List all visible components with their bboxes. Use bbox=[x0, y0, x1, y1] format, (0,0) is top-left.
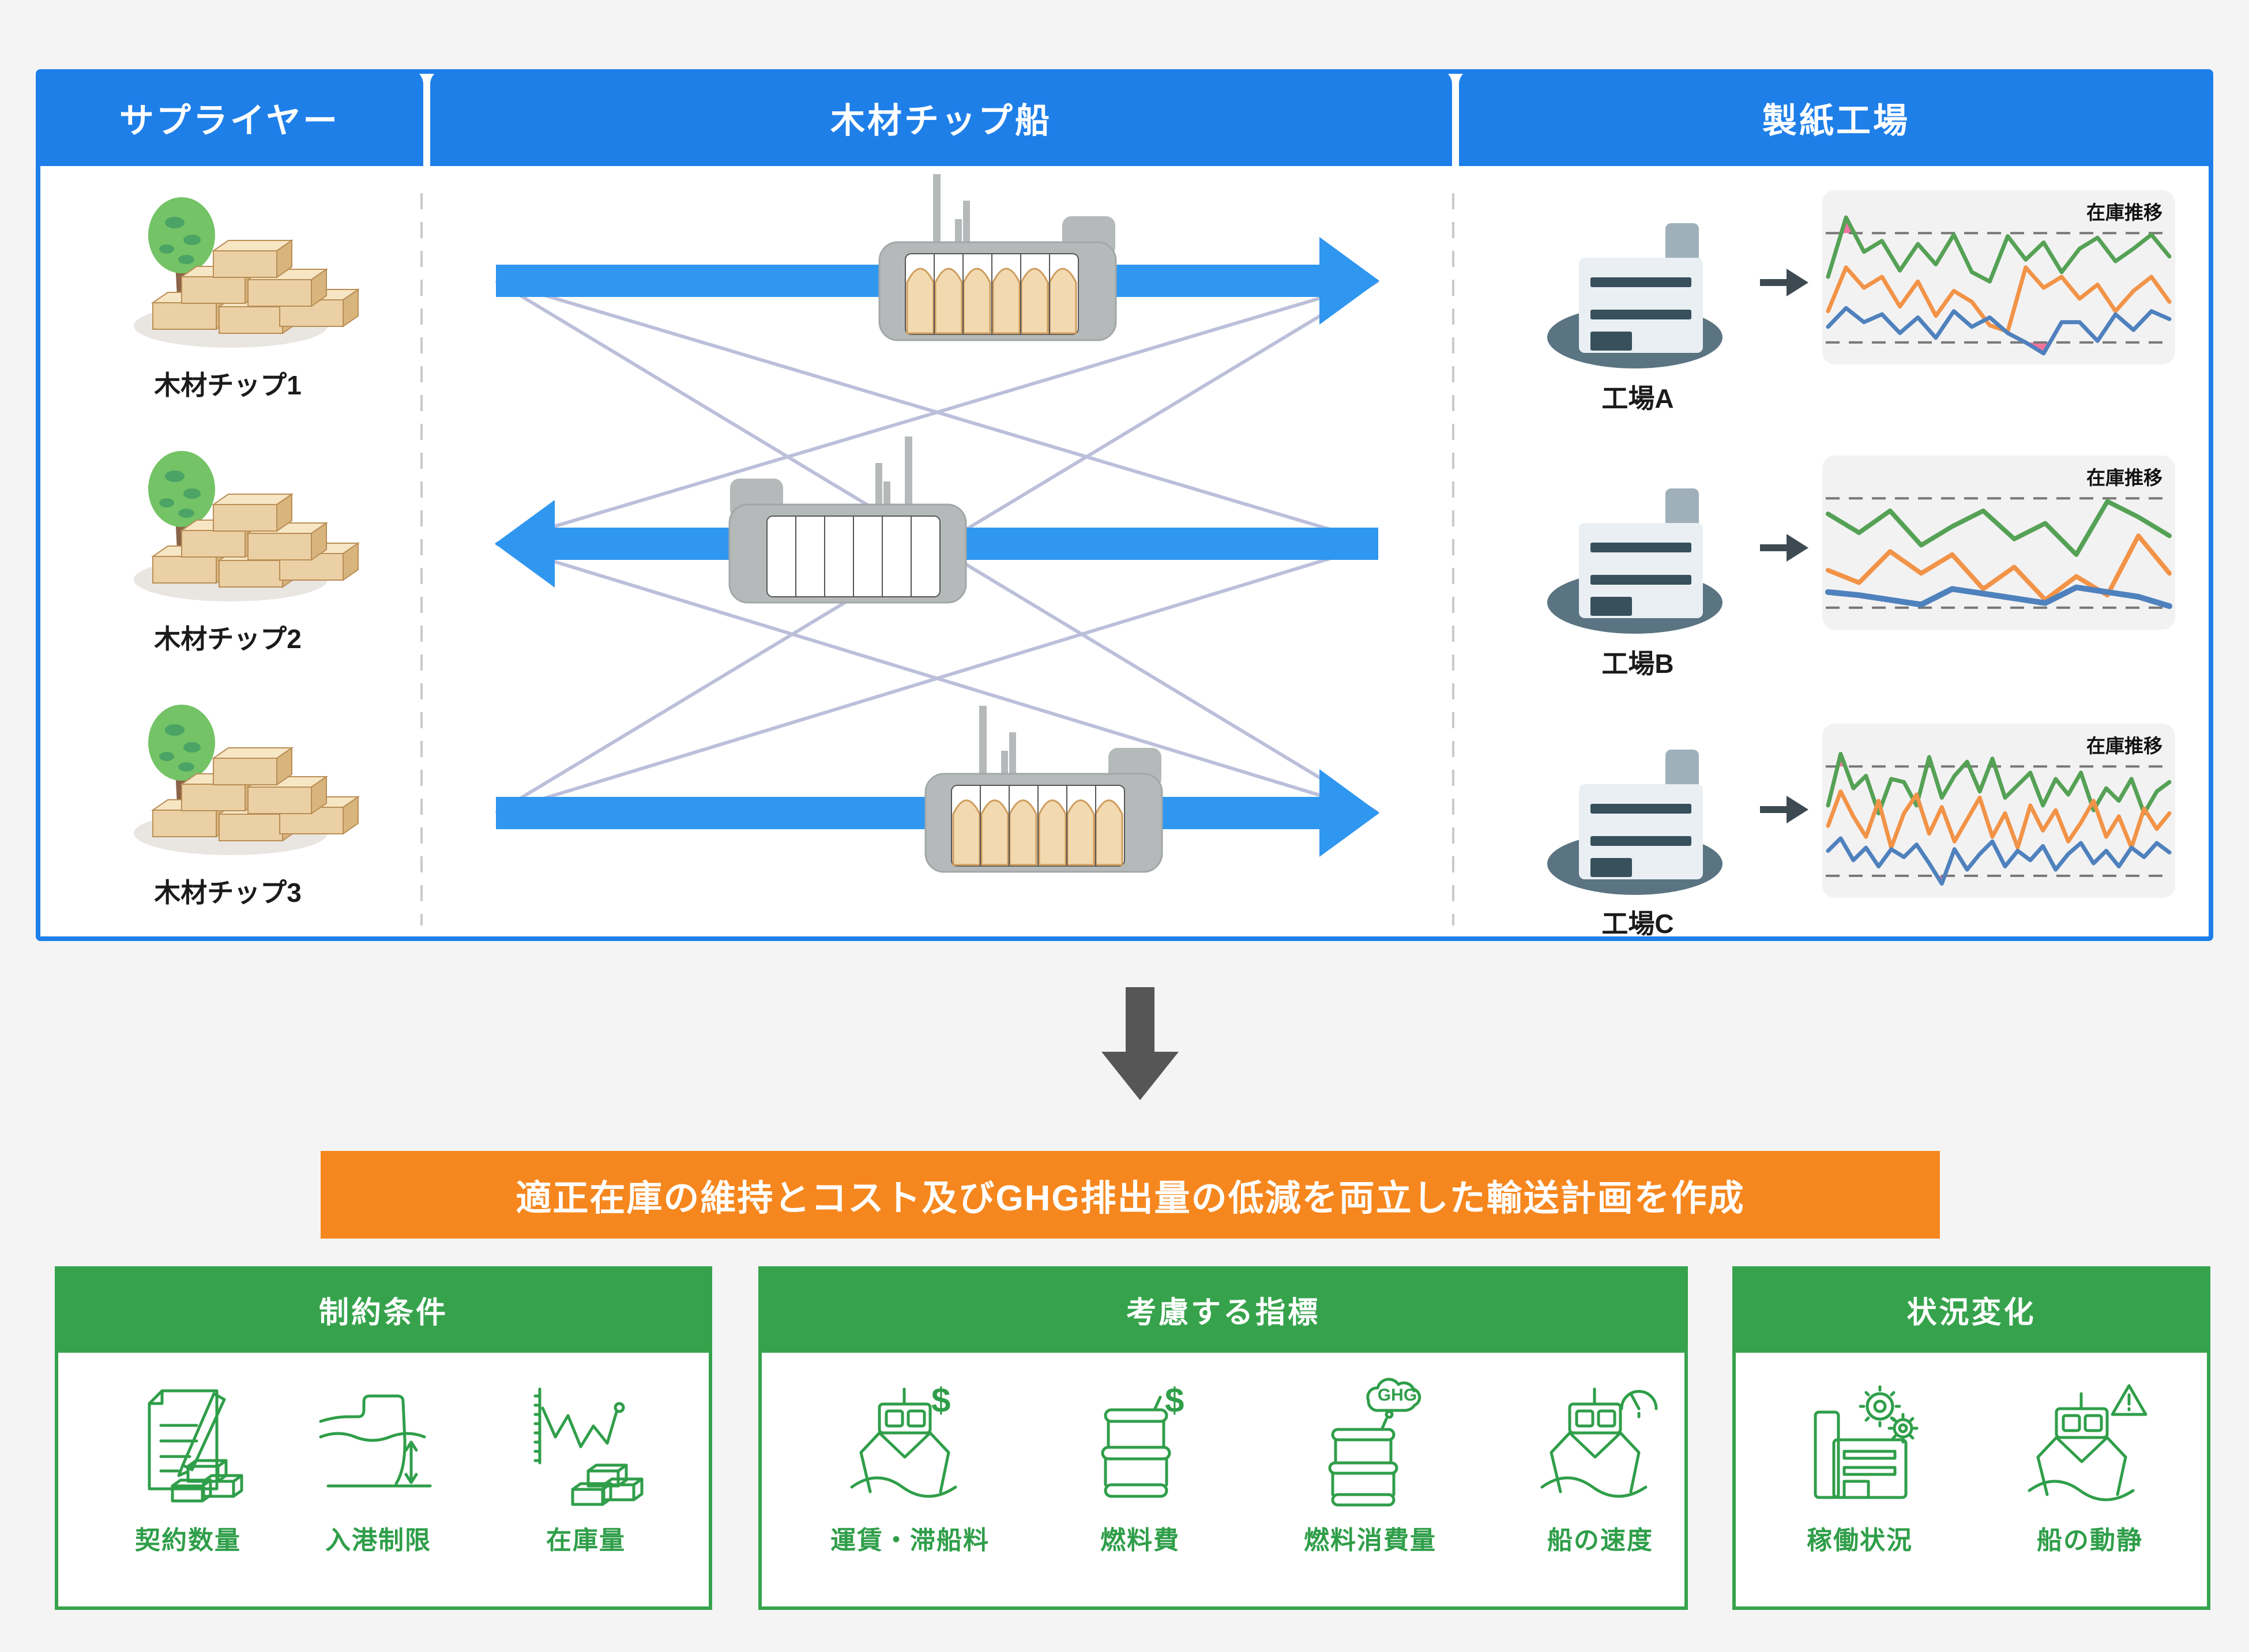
factory-icon bbox=[1547, 223, 1723, 368]
goal-banner: 適正在庫の維持とコスト及びGHG排出量の低減を両立した輸送計画を作成 bbox=[321, 1151, 1940, 1239]
goal-banner-text: 適正在庫の維持とコスト及びGHG排出量の低減を両立した輸送計画を作成 bbox=[516, 1179, 1745, 1218]
down-arrow-icon bbox=[1101, 987, 1179, 1100]
constraints-box: 制約条件 契約数量 入港制限 bbox=[55, 1266, 712, 1610]
indicator-item: 船の速度 bbox=[1502, 1376, 1698, 1556]
tab-paper-mills: 製紙工場 bbox=[1459, 69, 2213, 166]
ship-movement-icon bbox=[2028, 1384, 2148, 1502]
situation-changes-box-title: 状況変化 bbox=[1906, 1296, 2036, 1330]
indicator-item-label: 船の速度 bbox=[1547, 1526, 1653, 1555]
route-arrow-3-body bbox=[496, 797, 1321, 829]
indicators-box-header: 考慮する指標 bbox=[758, 1266, 1688, 1353]
constraint-item: 入港制限 bbox=[280, 1376, 476, 1556]
mill-label: 工場A bbox=[1601, 383, 1674, 413]
flow-arrow-icon bbox=[1760, 534, 1808, 562]
wood-chip-pile-icon bbox=[134, 197, 360, 348]
tab-ships-label: 木材チップ船 bbox=[830, 101, 1052, 140]
supplier-label: 木材チップ3 bbox=[154, 878, 302, 908]
chart-title: 在庫推移 bbox=[2086, 202, 2162, 223]
constraints-box-header: 制約条件 bbox=[55, 1266, 712, 1353]
port-restriction-icon bbox=[319, 1394, 432, 1488]
supplier-label: 木材チップ2 bbox=[154, 624, 302, 654]
inventory-icon bbox=[533, 1387, 644, 1506]
tab-supplier-label: サプライヤー bbox=[119, 101, 340, 140]
constraint-item: 在庫量 bbox=[488, 1376, 684, 1556]
empty-ship-icon bbox=[728, 436, 967, 604]
indicators-box-title: 考慮する指標 bbox=[1126, 1296, 1320, 1330]
situation-changes-box: 状況変化 稼働状況 bbox=[1732, 1266, 2210, 1610]
indicator-item: $ 燃料費 bbox=[1042, 1376, 1238, 1556]
inventory-chart-card: 在庫推移 bbox=[1822, 190, 2175, 364]
inventory-chart-card: 在庫推移 bbox=[1822, 456, 2175, 630]
fuel-consumption-barrel-icon: GHG bbox=[1328, 1378, 1421, 1507]
mill-label: 工場C bbox=[1601, 909, 1674, 939]
mill-label: 工場B bbox=[1601, 649, 1674, 679]
contract-icon bbox=[148, 1389, 243, 1503]
constraint-item-label: 在庫量 bbox=[546, 1526, 626, 1555]
indicator-item-label: 燃料消費量 bbox=[1304, 1526, 1436, 1555]
constraint-item: 契約数量 bbox=[90, 1376, 286, 1556]
indicators-box: 考慮する指標 $ 運賃・滞船料 bbox=[758, 1266, 1688, 1610]
indicator-item: $ 運賃・滞船料 bbox=[812, 1376, 1008, 1556]
tab-mills-label: 製紙工場 bbox=[1762, 101, 1910, 140]
indicator-item-label: 燃料費 bbox=[1100, 1526, 1180, 1555]
tab-supplier: サプライヤー bbox=[36, 69, 423, 166]
flow-arrow-icon bbox=[1760, 269, 1808, 296]
loaded-ship-icon bbox=[924, 706, 1163, 873]
wood-chip-pile-icon bbox=[134, 705, 360, 855]
wood-chip-pile-icon bbox=[134, 451, 360, 601]
route-arrow-1-head-icon bbox=[1319, 237, 1379, 325]
inventory-chart-card: 在庫推移 bbox=[1822, 724, 2175, 898]
situation-item-label: 稼働状況 bbox=[1807, 1526, 1913, 1555]
indicator-item: GHG 燃料消費量 bbox=[1272, 1376, 1468, 1556]
loaded-ship-icon bbox=[878, 174, 1117, 341]
constraints-box-title: 制約条件 bbox=[318, 1296, 448, 1330]
factory-icon bbox=[1547, 750, 1723, 895]
constraint-item-label: 入港制限 bbox=[325, 1526, 431, 1555]
dollar-badge: $ bbox=[931, 1381, 950, 1420]
freight-ship-icon: $ bbox=[850, 1381, 957, 1498]
situation-item: 船の動静 bbox=[1992, 1376, 2188, 1556]
fuel-cost-barrel-icon: $ bbox=[1101, 1381, 1184, 1498]
chart-title: 在庫推移 bbox=[2086, 467, 2162, 488]
factory-operation-icon bbox=[1814, 1385, 1919, 1499]
ghg-badge: GHG bbox=[1378, 1386, 1417, 1405]
route-arrow-3-head-icon bbox=[1319, 769, 1379, 857]
route-arrow-2-head-icon bbox=[495, 500, 555, 588]
supplier-label: 木材チップ1 bbox=[154, 370, 302, 400]
situation-item-label: 船の動静 bbox=[2037, 1526, 2143, 1555]
situation-item: 稼働状況 bbox=[1762, 1376, 1958, 1556]
factory-icon bbox=[1547, 488, 1723, 634]
situation-changes-box-header: 状況変化 bbox=[1732, 1266, 2210, 1353]
tab-wood-chip-ships: 木材チップ船 bbox=[430, 69, 1452, 166]
ship-speed-icon bbox=[1540, 1387, 1658, 1498]
dollar-badge: $ bbox=[1165, 1381, 1184, 1420]
indicator-item-label: 運賃・滞船料 bbox=[830, 1526, 990, 1555]
flow-arrow-icon bbox=[1760, 796, 1808, 823]
chart-title: 在庫推移 bbox=[2086, 735, 2162, 757]
constraint-item-label: 契約数量 bbox=[135, 1526, 241, 1555]
